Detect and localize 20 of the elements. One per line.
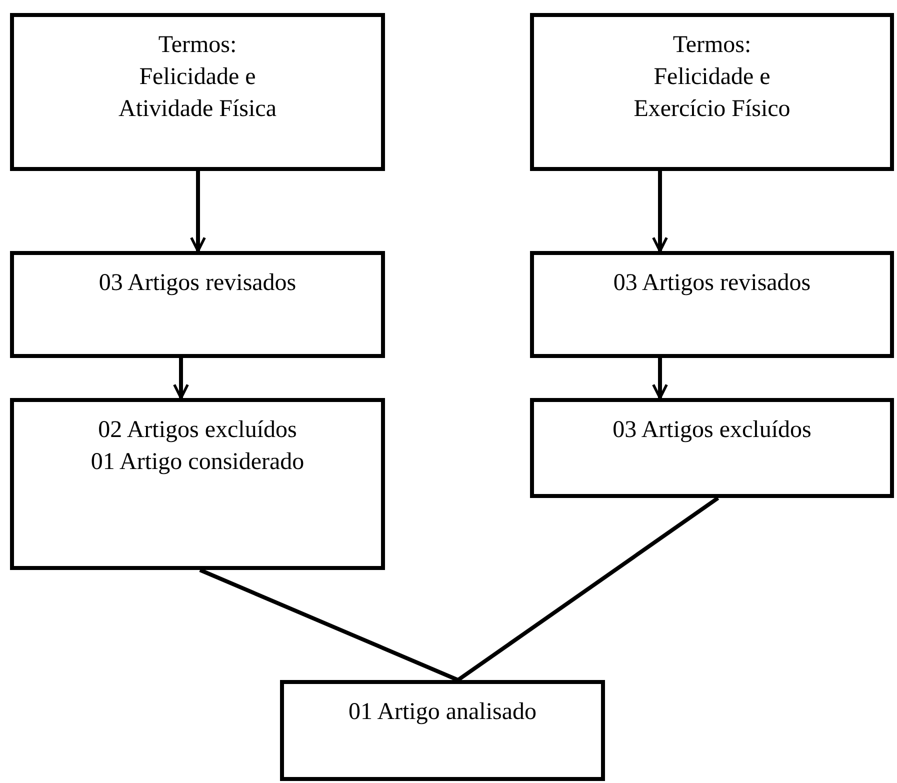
process-box [530,251,894,358]
connector-line [199,568,459,682]
box-text: Termos: Felicidade e Atividade Física [118,31,278,124]
process-box [530,13,894,171]
arrow [190,171,206,252]
connector-line [456,496,720,682]
arrow [173,358,189,400]
arrow [652,358,668,400]
box-text: 03 Artigos revisados [98,269,296,298]
box-text: 01 Artigo analisado [348,698,536,727]
process-box [10,398,385,570]
process-box [10,13,385,171]
box-text: 02 Artigos excluídos 01 Artigo considerado [90,416,306,477]
box-text: 03 Artigos revisados [613,269,811,298]
box-text: 03 Artigos excluídos [612,416,812,445]
process-box [10,251,385,358]
arrow [652,171,668,252]
box-text: Termos: Felicidade e Exercício Físico [632,31,792,124]
process-box [280,680,605,781]
process-box [530,398,894,498]
